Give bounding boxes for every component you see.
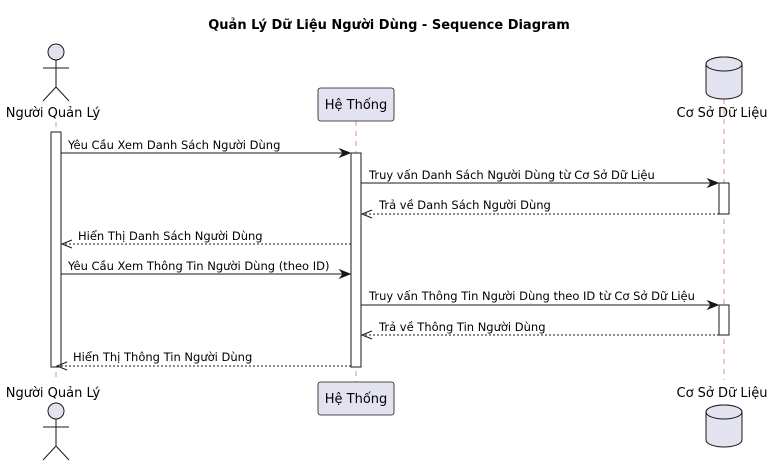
participant-actor-name-top: Người Quản Lý bbox=[6, 106, 101, 121]
message-1-arrowhead bbox=[338, 147, 352, 159]
participant-system-box-top bbox=[317, 87, 395, 122]
message-3-arrowhead bbox=[360, 209, 373, 219]
database-icon-bottom bbox=[705, 404, 743, 448]
message-2-label: Truy vấn Danh Sách Người Dùng từ Cơ Sở D… bbox=[368, 168, 655, 182]
message-7-label: Trả về Thông Tin Người Dùng bbox=[378, 320, 546, 334]
actor-icon-bottom bbox=[42, 402, 70, 461]
actor-icon-top bbox=[42, 43, 70, 102]
activation-database-1 bbox=[718, 182, 730, 215]
message-5-label: Yêu Cầu Xem Thông Tin Người Dùng (theo I… bbox=[67, 259, 330, 273]
message-7-arrowhead bbox=[360, 330, 373, 340]
participant-actor-name-bottom: Người Quản Lý bbox=[6, 386, 101, 401]
participant-database-name-bottom: Cơ Sở Dữ Liệu bbox=[677, 386, 768, 401]
message-8-arrowhead bbox=[55, 361, 68, 371]
message-2-arrowhead bbox=[706, 177, 720, 189]
participant-system-name-bottom: Hệ Thống bbox=[325, 392, 388, 407]
participant-system-box-bottom bbox=[317, 381, 395, 416]
message-8-label: Hiển Thị Thông Tin Người Dùng bbox=[73, 350, 252, 364]
diagram-title: Quản Lý Dữ Liệu Người Dùng - Sequence Di… bbox=[208, 18, 570, 33]
database-icon-top bbox=[705, 56, 743, 100]
activation-database-2 bbox=[718, 304, 730, 336]
message-6-arrowhead bbox=[706, 299, 720, 311]
message-5-arrowhead bbox=[338, 268, 352, 280]
participant-database-name-top: Cơ Sở Dữ Liệu bbox=[677, 106, 768, 121]
message-4-arrowhead bbox=[60, 239, 73, 249]
activation-system bbox=[350, 152, 362, 368]
message-4-label: Hiển Thị Danh Sách Người Dùng bbox=[78, 229, 263, 243]
activation-actor bbox=[50, 131, 62, 368]
message-6-label: Truy vấn Thông Tin Người Dùng theo ID từ… bbox=[368, 289, 695, 303]
participant-system-name-top: Hệ Thống bbox=[325, 98, 388, 113]
message-1-label: Yêu Cầu Xem Danh Sách Người Dùng bbox=[67, 138, 280, 152]
message-3-label: Trả về Danh Sách Người Dùng bbox=[378, 198, 551, 212]
